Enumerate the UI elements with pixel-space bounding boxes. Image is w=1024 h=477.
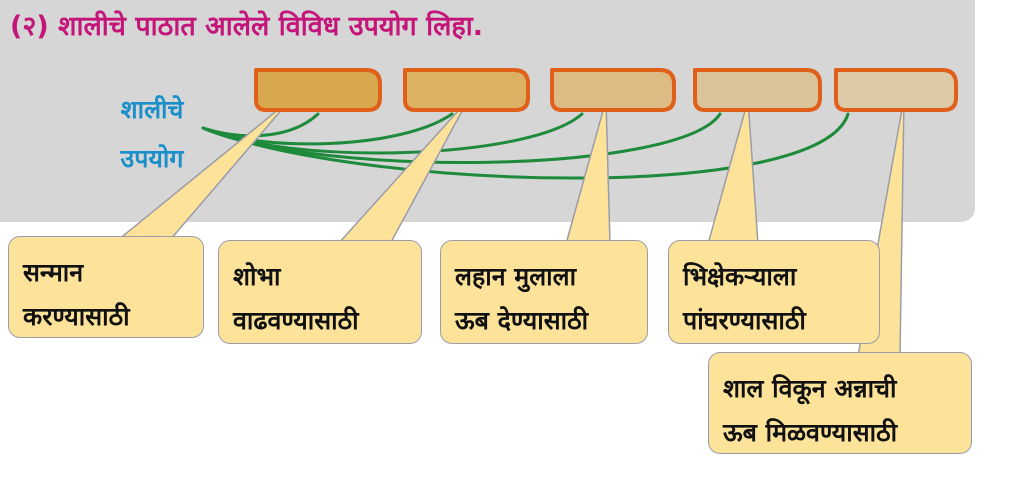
answer-4-line1: भिक्षेकऱ्याला [683, 262, 797, 291]
connector-line-4 [201, 112, 722, 165]
center-label-line1: शालीचे [120, 95, 184, 124]
answer-slot-3 [550, 68, 676, 112]
answer-2-line2: वाढवण्यासाठी [233, 306, 359, 335]
answer-3-line1: लहान मुलाला [455, 262, 577, 291]
answer-5-line2: ऊब मिळवण्यासाठी [723, 418, 898, 447]
answer-1-line1: सन्मान [23, 258, 84, 287]
answer-5-line1: शाल विकून अन्नाची [723, 374, 897, 403]
answer-4-line2: पांघरण्यासाठी [683, 306, 806, 335]
callout-pointer-1 [117, 99, 291, 241]
answer-callout-1: सन्मान करण्यासाठी [8, 236, 204, 338]
answer-3-line2: ऊब देण्यासाठी [455, 306, 589, 335]
answer-callout-2: शोभा वाढवण्यासाठी [218, 240, 422, 344]
callout-pointer-4 [707, 99, 759, 245]
answer-callout-5: शाल विकून अन्नाची ऊब मिळवण्यासाठी [708, 352, 972, 454]
connector-line-5 [201, 112, 850, 180]
answer-1-line2: करण्यासाठी [23, 302, 130, 331]
answer-slot-5 [834, 68, 958, 112]
answer-callout-3: लहान मुलाला ऊब देण्यासाठी [440, 240, 648, 344]
answer-slot-1 [254, 68, 382, 112]
answer-slot-4 [693, 68, 822, 112]
question-title: (२) शालीचे पाठात आलेले विविध उपयोग लिहा. [10, 11, 484, 42]
answer-callout-4: भिक्षेकऱ्याला पांघरण्यासाठी [668, 240, 880, 344]
answer-slot-2 [403, 68, 530, 112]
center-label-line2: उपयोग [120, 144, 184, 173]
answer-2-line1: शोभा [233, 262, 281, 291]
